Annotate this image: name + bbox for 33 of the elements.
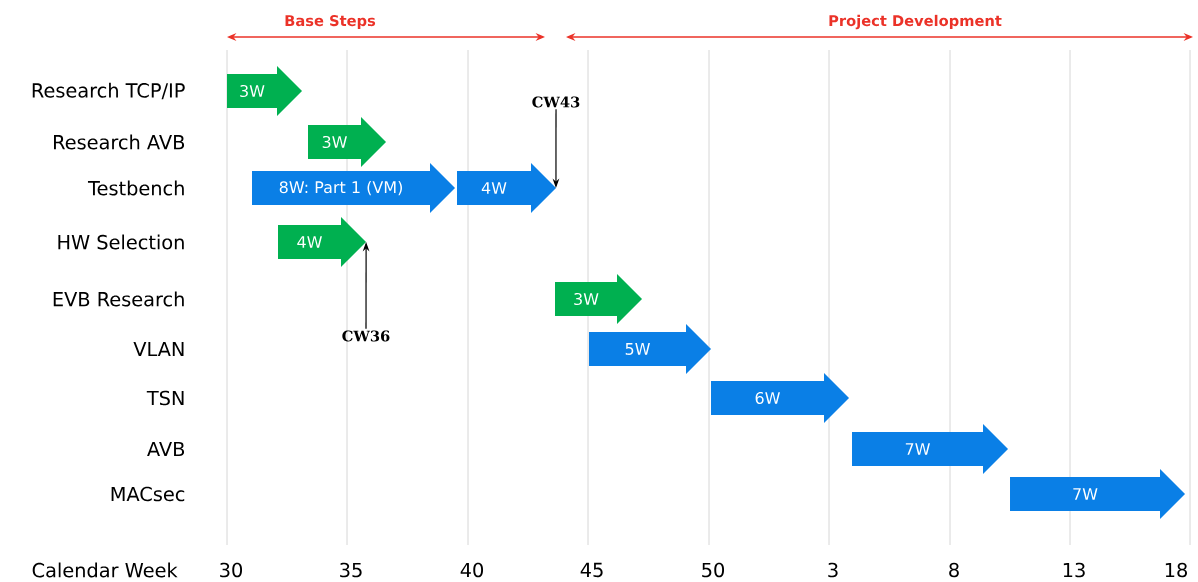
tick-label: 50 bbox=[702, 562, 725, 578]
row-label: TSN bbox=[146, 390, 184, 406]
task-bar: 6W bbox=[711, 373, 849, 423]
task-bar: 3W bbox=[308, 117, 386, 167]
task-bar: 4W bbox=[278, 217, 366, 267]
section-heading: Project Development bbox=[829, 14, 1002, 30]
task-bar: 7W bbox=[852, 424, 1008, 474]
tick-label: 18 bbox=[1165, 562, 1187, 578]
tick-label: 30 bbox=[220, 562, 242, 578]
task-bar: 3W bbox=[555, 274, 642, 324]
row-label: AVB bbox=[147, 441, 185, 457]
callout-label: CW36 bbox=[342, 330, 390, 342]
task-bar: 7W bbox=[1010, 469, 1185, 519]
row-label: Testbench bbox=[87, 180, 184, 196]
row-label: HW Selection bbox=[58, 234, 184, 250]
row-label: Research AVB bbox=[54, 134, 185, 150]
task-bar: 5W bbox=[589, 324, 711, 374]
callout-label: CW43 bbox=[532, 96, 580, 108]
row-label: MACsec bbox=[111, 486, 185, 502]
row-label: Research TCP/IP bbox=[32, 82, 185, 100]
row-label: VLAN bbox=[133, 341, 184, 357]
task-bar: 4W bbox=[457, 163, 556, 213]
tick-label: 35 bbox=[340, 562, 362, 578]
tick-label: 40 bbox=[460, 562, 483, 578]
task-bar: 3W bbox=[227, 66, 302, 116]
task-bar: 8W: Part 1 (VM) bbox=[252, 163, 455, 213]
section-heading: Base Steps bbox=[285, 15, 376, 29]
row-label: EVB Research bbox=[53, 291, 184, 307]
tick-label: 45 bbox=[580, 562, 603, 578]
tick-label: 8 bbox=[949, 562, 959, 578]
tick-label: 3 bbox=[828, 562, 838, 578]
tick-label: 13 bbox=[1063, 562, 1085, 578]
axis-title: Calendar Week bbox=[32, 562, 178, 578]
